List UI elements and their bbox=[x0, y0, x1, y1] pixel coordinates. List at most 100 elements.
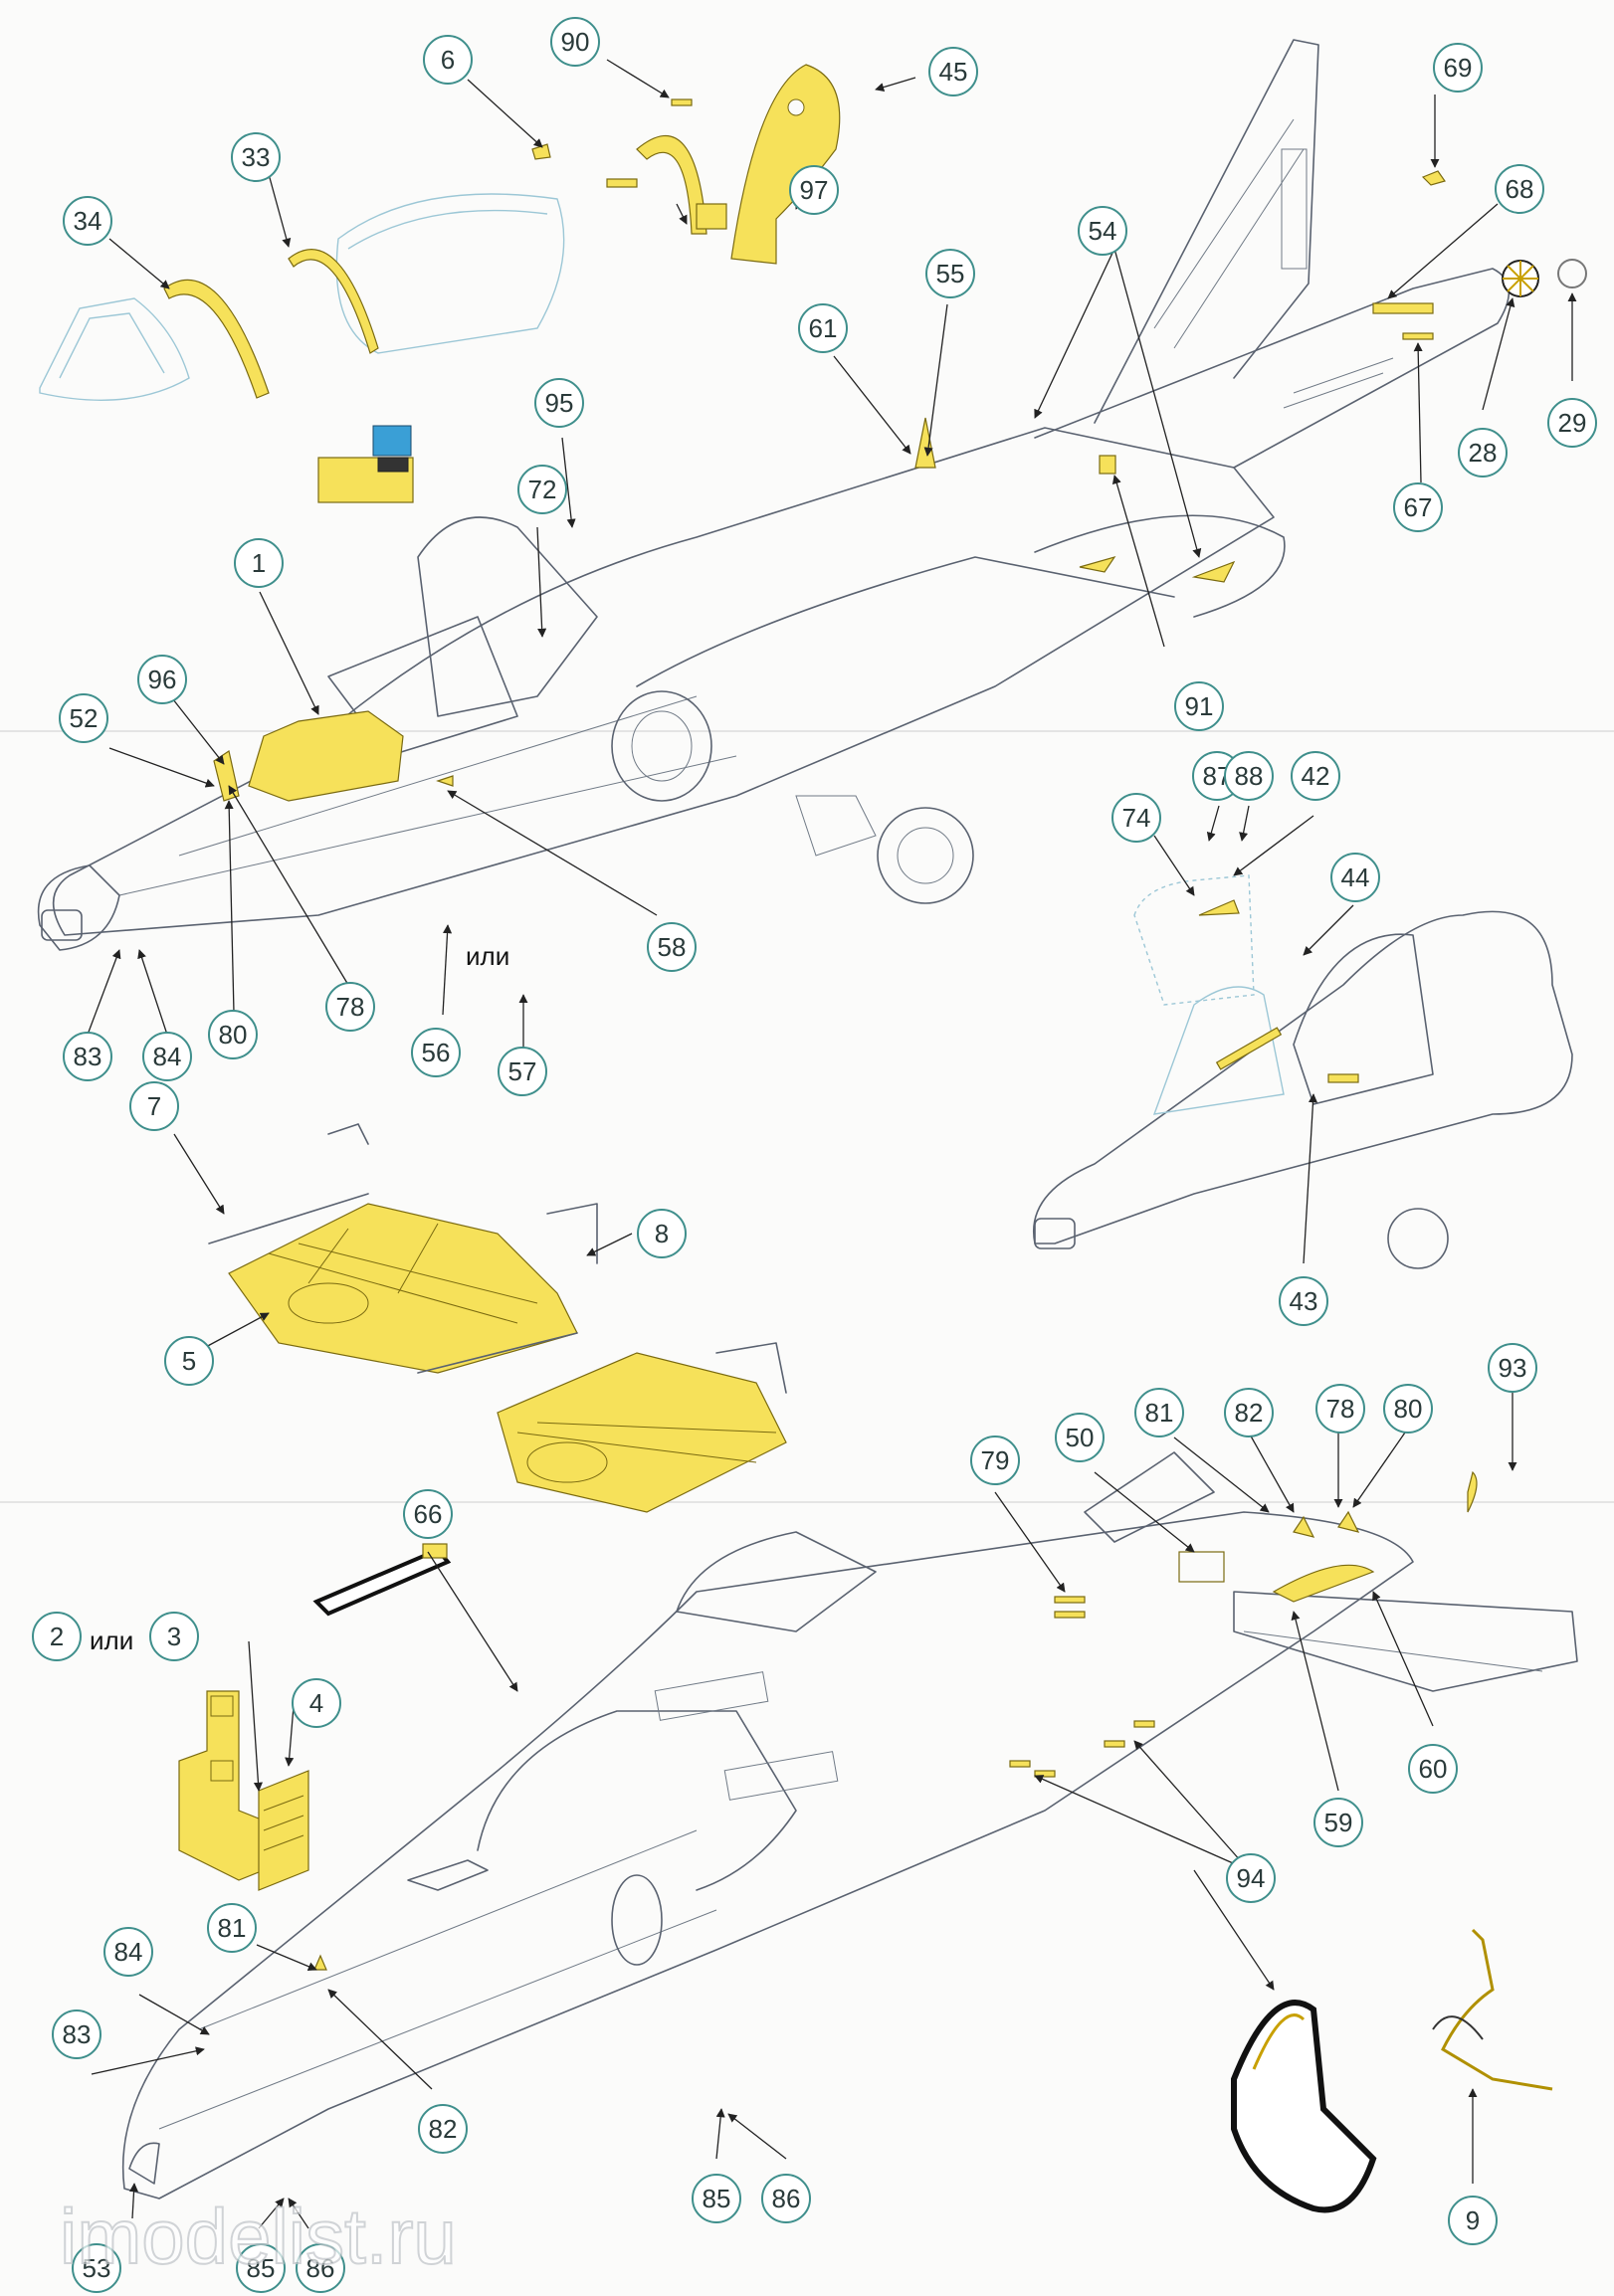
callout-circle bbox=[637, 1209, 687, 1258]
callout-number: 28 bbox=[1469, 438, 1498, 468]
callout-bubble: 84 bbox=[103, 1927, 153, 1977]
callout-circle bbox=[925, 249, 975, 298]
callout-bubble: 54 bbox=[1078, 206, 1127, 256]
callout-circle bbox=[692, 2174, 741, 2223]
callout-circle bbox=[1224, 1388, 1274, 1437]
callout-number: 9 bbox=[1466, 2205, 1480, 2235]
callout-circle bbox=[1291, 751, 1340, 801]
callout-number: 82 bbox=[429, 2114, 458, 2144]
callout-bubble: 59 bbox=[1313, 1798, 1363, 1847]
callout-bubble: 81 bbox=[207, 1903, 257, 1953]
callout-number: 88 bbox=[1235, 761, 1264, 791]
callout-number: 33 bbox=[242, 142, 271, 172]
callout-bubble: 85 bbox=[692, 2174, 741, 2223]
callout-number: 42 bbox=[1302, 761, 1330, 791]
paper-folds bbox=[0, 730, 1614, 1503]
callout-circle bbox=[1078, 206, 1127, 256]
callout-bubble: 97 bbox=[789, 165, 839, 215]
callout-number: 80 bbox=[219, 1020, 248, 1050]
callout-circle bbox=[423, 35, 473, 85]
callout-bubble: 82 bbox=[1224, 1388, 1274, 1437]
callout-bubble: 80 bbox=[1383, 1384, 1433, 1434]
callout-number: 6 bbox=[441, 45, 455, 75]
callout-bubble: 42 bbox=[1291, 751, 1340, 801]
callout-bubble: 83 bbox=[52, 2009, 101, 2059]
callout-circle bbox=[534, 378, 584, 428]
canopy-parts bbox=[39, 64, 1587, 503]
callout-number: 74 bbox=[1122, 803, 1151, 833]
callout-circle bbox=[129, 1081, 179, 1131]
callout-circle bbox=[647, 922, 697, 972]
callout-bubble: 85 bbox=[236, 2243, 286, 2293]
callout-number: 91 bbox=[1185, 691, 1214, 721]
callout-number: 59 bbox=[1324, 1808, 1353, 1837]
callout-bubble: 3 bbox=[149, 1612, 199, 1661]
leader-lines bbox=[87, 59, 1577, 2229]
callout-circle bbox=[137, 655, 187, 704]
callout-bubble: 58 bbox=[647, 922, 697, 972]
callout-number: 80 bbox=[1394, 1394, 1423, 1424]
callout-circle bbox=[1393, 482, 1443, 532]
callout-bubble: 72 bbox=[517, 465, 567, 514]
callout-circle bbox=[498, 1047, 547, 1096]
callout-circle bbox=[550, 17, 600, 67]
callout-bubble: 1 bbox=[234, 538, 284, 588]
callout-circle bbox=[1226, 1853, 1276, 1903]
callout-number: 61 bbox=[809, 313, 838, 343]
callout-bubble: 96 bbox=[137, 655, 187, 704]
callout-bubble: 29 bbox=[1547, 398, 1597, 448]
callout-circle bbox=[52, 2009, 101, 2059]
callout-circle bbox=[1313, 1798, 1363, 1847]
callout-circle bbox=[517, 465, 567, 514]
callout-bubble: 61 bbox=[798, 303, 848, 353]
callout-number: 84 bbox=[114, 1937, 143, 1967]
callout-circle bbox=[292, 1678, 341, 1728]
callout-number: 1 bbox=[252, 548, 266, 578]
callout-circle bbox=[59, 693, 108, 743]
callout-number: 86 bbox=[772, 2184, 801, 2213]
callout-bubble: 94 bbox=[1226, 1853, 1276, 1903]
callout-circle bbox=[208, 1010, 258, 1059]
callout-circle bbox=[1488, 1343, 1537, 1393]
callout-number: 86 bbox=[306, 2253, 335, 2283]
callout-circle bbox=[1330, 853, 1380, 902]
callout-number: 44 bbox=[1341, 862, 1370, 892]
callout-number: 68 bbox=[1506, 174, 1534, 204]
callout-number: 43 bbox=[1290, 1286, 1318, 1316]
callout-bubble: 57 bbox=[498, 1047, 547, 1096]
callout-number: 67 bbox=[1404, 492, 1433, 522]
part-instrument-cover bbox=[248, 710, 404, 802]
callout-number: 7 bbox=[147, 1091, 161, 1121]
callout-bubble: 8 bbox=[637, 1209, 687, 1258]
callout-circle bbox=[1408, 1744, 1458, 1794]
callout-bubble: 55 bbox=[925, 249, 975, 298]
callout-circle bbox=[149, 1612, 199, 1661]
callout-circle bbox=[1174, 681, 1224, 731]
callout-circle bbox=[296, 2243, 345, 2293]
callout-number: 66 bbox=[414, 1499, 443, 1529]
callout-number: 84 bbox=[153, 1042, 182, 1071]
callout-circle bbox=[789, 165, 839, 215]
part-ejection-seat bbox=[1231, 1928, 1553, 2213]
part-side-panels bbox=[178, 1690, 309, 1891]
callout-number: 2 bbox=[50, 1622, 64, 1651]
callout-bubble: 67 bbox=[1393, 482, 1443, 532]
callout-bubble: 28 bbox=[1458, 428, 1508, 478]
callout-number: 85 bbox=[247, 2253, 276, 2283]
part-66-strap bbox=[312, 1543, 452, 1617]
callout-bubble: 4 bbox=[292, 1678, 341, 1728]
callout-bubble: 95 bbox=[534, 378, 584, 428]
callout-number: 3 bbox=[167, 1622, 181, 1651]
callout-bubble: 44 bbox=[1330, 853, 1380, 902]
callout-bubble: 79 bbox=[970, 1435, 1020, 1485]
callout-circle bbox=[1433, 43, 1483, 93]
callout-number: 57 bbox=[508, 1056, 537, 1086]
callout-bubble: 33 bbox=[231, 132, 281, 182]
callout-circle bbox=[1547, 398, 1597, 448]
callout-number: 34 bbox=[74, 206, 102, 236]
callout-circle bbox=[1224, 751, 1274, 801]
callout-bubble: 9 bbox=[1448, 2196, 1498, 2245]
callout-bubble: 43 bbox=[1279, 1276, 1328, 1326]
